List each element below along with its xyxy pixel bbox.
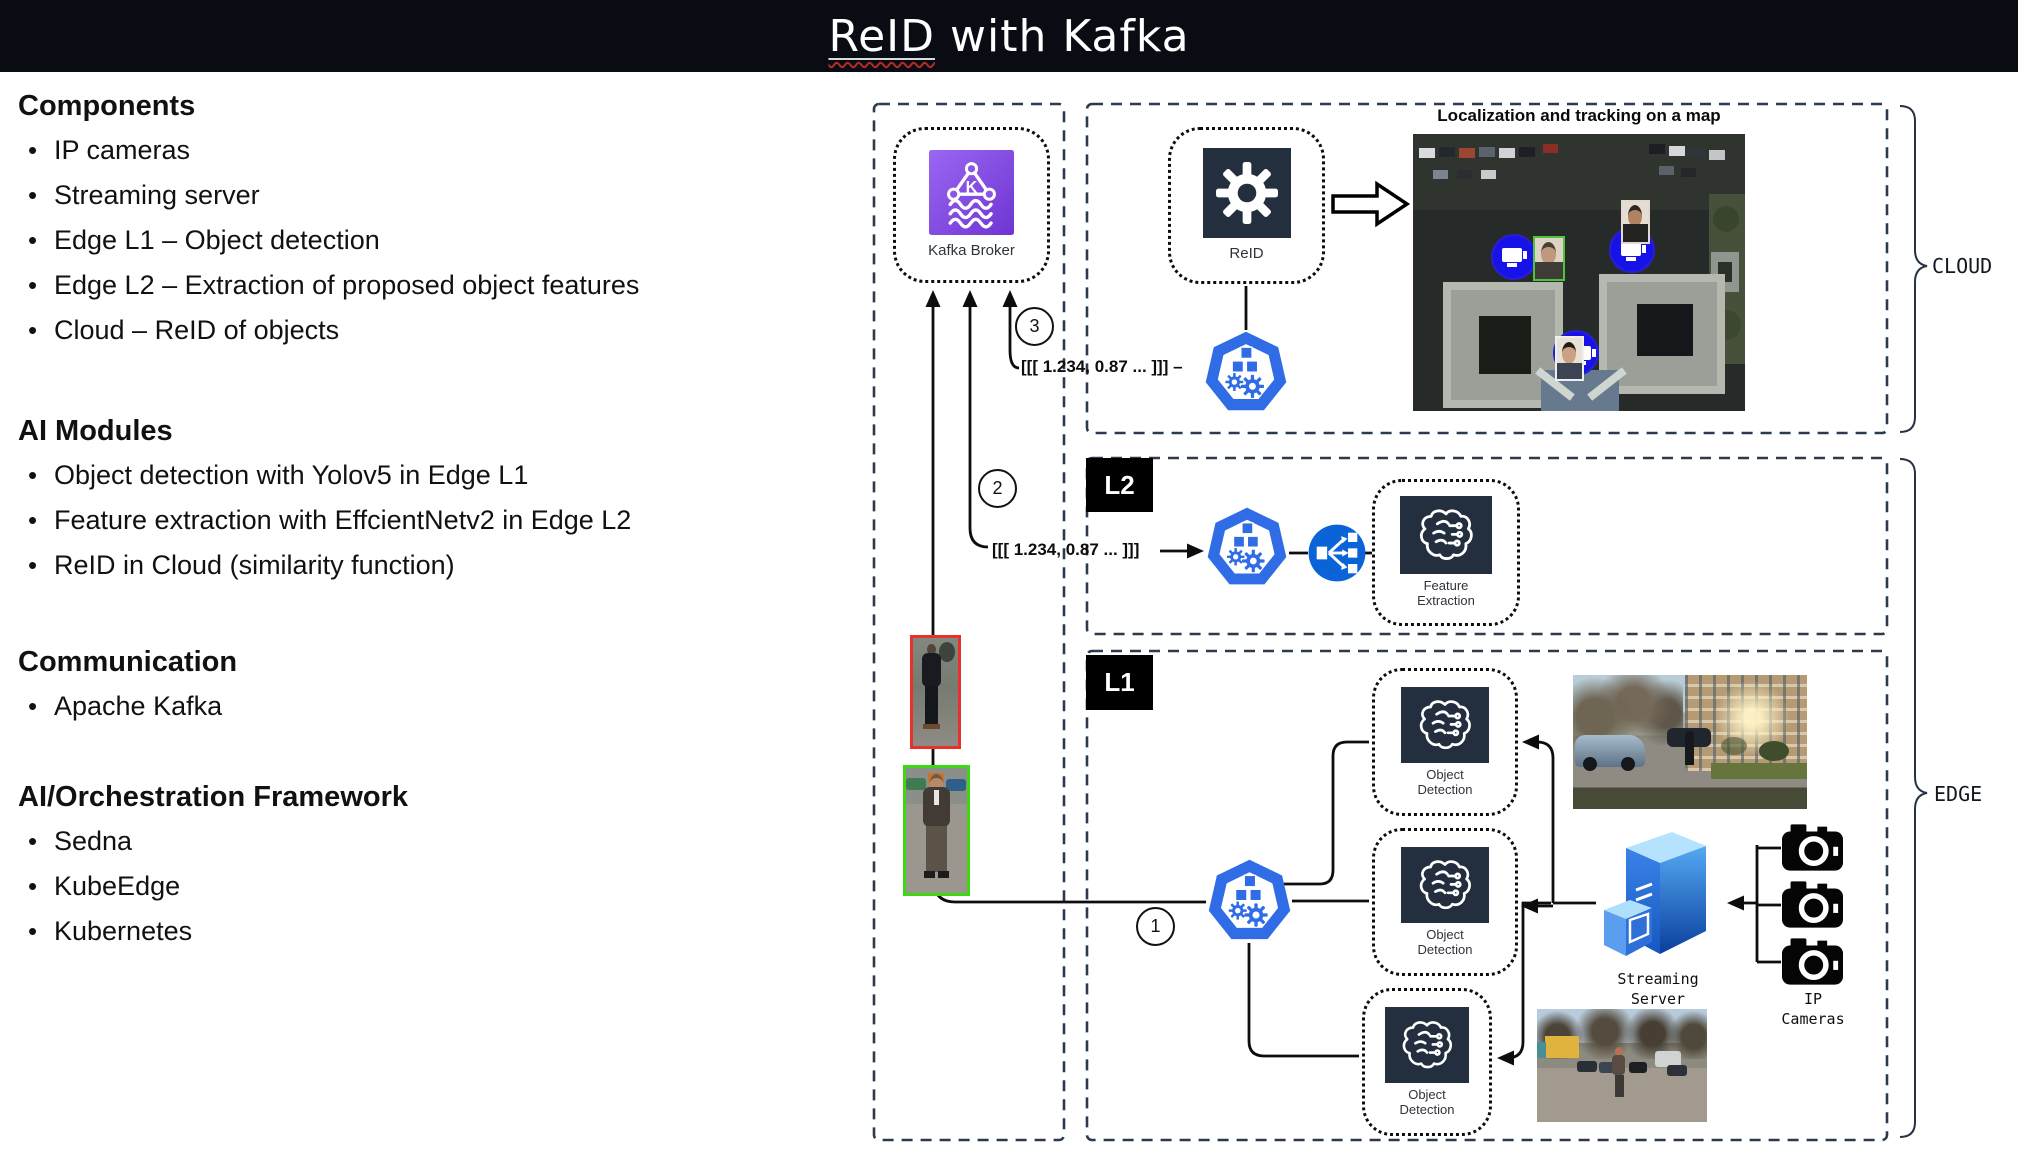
object-detection-node-2: Object Detection	[1372, 828, 1518, 976]
outline-panel: Components IP cameras Streaming server E…	[18, 84, 683, 954]
ai-modules-list: Object detection with Yolov5 in Edge L1 …	[18, 453, 683, 588]
feature-vector-text-l2: [[[ 1.234, 0.87 ... ]]]	[992, 540, 1140, 559]
section-heading-ai-modules: AI Modules	[18, 415, 173, 447]
brain-icon	[1385, 1006, 1469, 1083]
slide-title-rest: with Kafka	[935, 10, 1190, 62]
list-item: Sedna	[18, 819, 683, 864]
trees	[1573, 675, 1683, 745]
list-item: Apache Kafka	[18, 684, 683, 729]
object-detection-label: Object Detection	[1417, 926, 1473, 957]
reid-label: ReID	[1229, 245, 1264, 263]
slide-title: ReID with Kafka	[828, 11, 1189, 62]
slide-title-highlight: ReID	[828, 10, 935, 62]
kafka-broker-node: Kafka Broker	[893, 127, 1050, 283]
detected-face-3	[1555, 336, 1584, 381]
reid-node: ReID	[1168, 127, 1325, 284]
load-balancer-icon	[1308, 524, 1366, 582]
object-detection-node-3: Object Detection	[1362, 988, 1492, 1136]
list-item: Feature extraction with EffcientNetv2 in…	[18, 498, 683, 543]
cloud-zone-frame	[1085, 102, 1889, 435]
streaming-server-label: Streaming Server	[1617, 970, 1699, 1008]
edge-zone-label: EDGE	[1934, 782, 1983, 806]
cloud-brace	[1899, 105, 1928, 433]
brain-icon	[1401, 686, 1489, 763]
office-building	[1685, 675, 1807, 771]
step-2-badge: 2	[978, 469, 1017, 508]
kafka-broker-label: Kafka Broker	[928, 242, 1015, 260]
pedestrian	[1685, 731, 1694, 765]
communication-list: Apache Kafka	[18, 684, 683, 729]
van	[1655, 1051, 1681, 1067]
list-item: Kubernetes	[18, 909, 683, 954]
camera-frame-2	[1537, 1009, 1707, 1122]
section-heading-components: Components	[18, 90, 196, 122]
list-item: Edge L2 – Extraction of proposed object …	[18, 263, 683, 308]
camera-frame-1	[1573, 675, 1807, 809]
section-heading-communication: Communication	[18, 646, 238, 678]
l2-zone-tag: L2	[1086, 458, 1153, 512]
cloud-zone-label: CLOUD	[1932, 254, 1993, 278]
pedestrian-head	[1615, 1047, 1623, 1056]
l2-zone-frame	[1085, 456, 1889, 636]
detected-face-1	[1533, 236, 1565, 281]
pedestrian	[1612, 1055, 1625, 1075]
sedna-icon-l2	[1205, 506, 1289, 590]
ip-cameras-label: IP Cameras	[1781, 990, 1845, 1028]
ip-camera-icon-3	[1782, 937, 1843, 987]
sedna-icon-l1	[1206, 858, 1293, 945]
feature-vector-text-cloud: [[[ 1.234, 0.87 ... ]]] –	[1021, 357, 1183, 376]
orchestration-list: Sedna KubeEdge Kubernetes	[18, 819, 683, 954]
list-item: ReID in Cloud (similarity function)	[18, 543, 683, 588]
kafka-zone-frame	[872, 102, 1066, 1142]
camera-monitor-icon	[1621, 242, 1646, 261]
l1-zone-frame	[1085, 649, 1889, 1142]
object-detection-label: Object Detection	[1417, 766, 1473, 797]
list-item: Edge L1 – Object detection	[18, 218, 683, 263]
person-crop-red	[910, 635, 961, 749]
map-title: Localization and tracking on a map	[1437, 106, 1721, 125]
list-item: Streaming server	[18, 173, 683, 218]
ip-camera-icon-2	[1782, 880, 1843, 930]
l1-zone-tag: L1	[1086, 655, 1153, 710]
feature-extraction-label: Feature Extraction	[1417, 578, 1475, 608]
detected-face-2	[1621, 200, 1650, 244]
localization-map	[1413, 134, 1745, 411]
title-bar: ReID with Kafka	[0, 0, 2018, 72]
car	[1575, 735, 1645, 771]
sedna-icon-cloud	[1203, 330, 1289, 416]
object-detection-label: Object Detection	[1399, 1086, 1455, 1117]
section-heading-orchestration: AI/Orchestration Framework	[18, 781, 408, 813]
kafka-icon	[929, 150, 1014, 235]
yellow-building	[1545, 1036, 1579, 1058]
map-marker-1	[1491, 234, 1537, 280]
list-item: Cloud – ReID of objects	[18, 308, 683, 353]
person-crop-green	[903, 765, 970, 896]
list-item: IP cameras	[18, 128, 683, 173]
step-1-badge: 1	[1136, 907, 1175, 946]
list-item: Object detection with Yolov5 in Edge L1	[18, 453, 683, 498]
object-detection-node-1: Object Detection	[1372, 668, 1518, 816]
camera-monitor-icon	[1502, 248, 1527, 267]
components-list: IP cameras Streaming server Edge L1 – Ob…	[18, 128, 683, 353]
reid-to-map-arrow	[1331, 180, 1411, 228]
brain-icon	[1400, 496, 1492, 575]
list-item: KubeEdge	[18, 864, 683, 909]
ip-camera-icon-1	[1782, 823, 1843, 873]
edge-brace	[1899, 458, 1928, 1138]
brain-icon	[1401, 846, 1489, 923]
streaming-server-icon	[1604, 832, 1706, 956]
reid-gear-icon	[1202, 148, 1291, 239]
feature-extraction-node: Feature Extraction	[1372, 479, 1520, 626]
step-3-badge: 3	[1015, 307, 1054, 346]
